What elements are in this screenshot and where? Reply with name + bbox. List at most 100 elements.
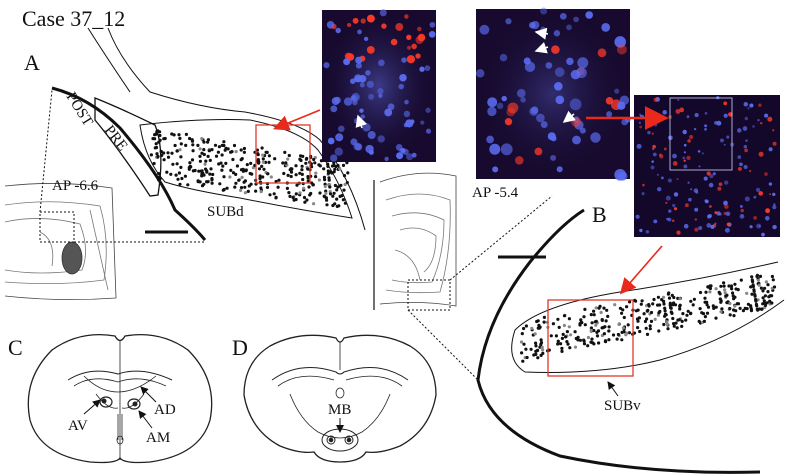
micrograph-cell xyxy=(367,130,376,140)
cell-dot xyxy=(708,290,712,294)
cell-dot xyxy=(254,189,258,193)
micrograph-cell xyxy=(429,21,436,28)
cell-dot xyxy=(323,195,327,199)
cell-dot xyxy=(540,345,544,349)
cell-dot xyxy=(590,337,594,341)
cell-dot xyxy=(304,161,308,165)
micrograph-cell xyxy=(694,227,699,232)
micrograph-cell xyxy=(486,135,494,144)
cell-dot xyxy=(662,302,666,306)
micrograph-cell xyxy=(335,27,341,34)
cell-dot xyxy=(330,171,334,175)
micrograph-cell xyxy=(559,12,567,20)
micrograph-cell xyxy=(764,172,768,176)
micrograph-cell xyxy=(420,120,425,125)
cell-dot xyxy=(551,322,556,326)
micrograph-b-low xyxy=(634,95,780,237)
micrograph-cell xyxy=(334,147,343,156)
cell-dot xyxy=(300,164,304,168)
cell-dot xyxy=(204,159,208,163)
cell-dot xyxy=(579,318,583,322)
cell-dot xyxy=(336,185,340,189)
cell-dot xyxy=(179,165,183,169)
cell-dot xyxy=(216,150,220,154)
cell-dot xyxy=(549,334,553,338)
micrograph-cell xyxy=(743,102,749,107)
cell-dot xyxy=(260,146,264,150)
micrograph-cell xyxy=(653,219,658,224)
cell-dot xyxy=(258,174,262,178)
micrograph-cell xyxy=(672,161,678,166)
cell-dot xyxy=(760,307,764,311)
cell-dot xyxy=(554,334,559,338)
cell-dot xyxy=(197,169,201,173)
cell-dot xyxy=(569,333,573,337)
cell-dot xyxy=(323,184,327,189)
micrograph-cell xyxy=(358,74,367,83)
micrograph-cell xyxy=(556,166,563,173)
cell-dot xyxy=(686,309,690,313)
cell-dot xyxy=(578,338,583,342)
cell-dot xyxy=(274,196,278,200)
micrograph-cell xyxy=(590,132,601,143)
cell-dot xyxy=(261,175,265,179)
cell-dot xyxy=(578,323,582,327)
cell-dot xyxy=(525,355,529,360)
cell-dot xyxy=(291,195,295,200)
micrograph-cell xyxy=(425,107,431,113)
cell-dot xyxy=(302,186,306,190)
cell-dot xyxy=(162,158,166,162)
cell-dot xyxy=(177,133,181,137)
cell-dot xyxy=(200,137,204,141)
cell-dot xyxy=(714,287,718,291)
cell-dot xyxy=(189,165,193,169)
cell-dot xyxy=(719,310,723,314)
micrograph-cell xyxy=(359,108,364,113)
micrograph-cell xyxy=(419,66,425,72)
cell-dot xyxy=(342,174,347,178)
micrograph-cell xyxy=(642,183,645,187)
micrograph-cell xyxy=(359,82,365,88)
micrograph-cell xyxy=(618,171,628,181)
cell-dot xyxy=(589,328,593,333)
cell-dot xyxy=(621,308,625,312)
subiculum-outline-a xyxy=(51,86,207,241)
cell-dot xyxy=(155,152,159,156)
cell-dot xyxy=(173,143,177,148)
ad-pointer xyxy=(140,386,157,403)
cell-dot xyxy=(283,150,287,154)
cell-dot xyxy=(204,167,208,171)
cell-dot xyxy=(520,332,524,336)
cell-dot xyxy=(698,307,702,311)
cell-dot xyxy=(565,330,570,334)
micrograph-cell xyxy=(688,197,692,202)
cell-arrow-a xyxy=(355,114,368,129)
cell-dot xyxy=(325,203,329,207)
cell-dot xyxy=(338,167,342,171)
cell-dot xyxy=(657,311,661,315)
label-pre: PRE xyxy=(101,123,131,155)
cell-dot xyxy=(750,275,754,279)
micrograph-cell xyxy=(406,153,414,161)
cell-dot xyxy=(771,278,775,282)
cell-dot xyxy=(274,179,278,184)
panel-d xyxy=(243,334,437,463)
micrograph-cell xyxy=(667,178,672,183)
micrograph-cell xyxy=(614,36,626,48)
cell-dot xyxy=(680,324,684,328)
micrograph-cell xyxy=(540,26,546,33)
cell-dot xyxy=(343,201,347,205)
cell-dot xyxy=(265,185,270,189)
micrograph-cell xyxy=(679,107,685,113)
cell-dot xyxy=(281,161,285,165)
cell-dot xyxy=(260,164,264,168)
cell-dot xyxy=(222,175,226,179)
cell-dot xyxy=(605,308,609,312)
cell-dot xyxy=(645,317,649,321)
cell-dot xyxy=(586,335,591,340)
cell-dot xyxy=(326,162,330,166)
micrograph-cell xyxy=(683,143,687,147)
cell-dot xyxy=(599,310,603,315)
micrograph-cell xyxy=(500,143,513,156)
cell-dot xyxy=(656,295,661,299)
